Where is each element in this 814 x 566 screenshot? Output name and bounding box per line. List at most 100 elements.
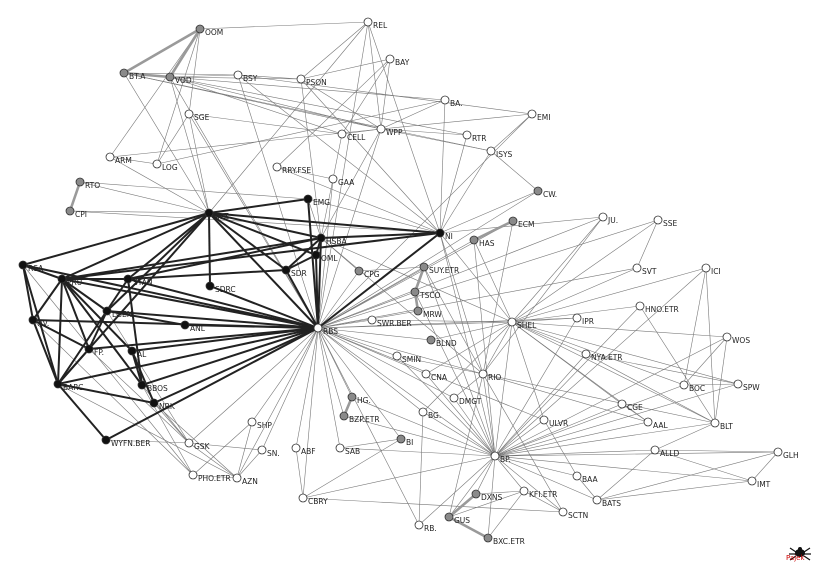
edge-ABF-CBRY	[295, 447, 304, 499]
node-label-AV.: AV.	[38, 319, 49, 328]
edge-SHEL-CGE	[511, 321, 623, 405]
edge-WPP-ISYS	[380, 128, 492, 152]
node-BI	[396, 434, 406, 444]
edge-BZP.ETR-BP.	[343, 415, 496, 457]
edge-BLND-RBS	[317, 327, 432, 341]
node-CW.	[533, 186, 543, 196]
edge-WPP-HSBA	[320, 128, 382, 239]
node-label-AAL: AAL	[653, 421, 668, 430]
node-JU.	[598, 212, 608, 222]
edge-RTO-CPI	[68, 181, 82, 212]
edge-CELL-GAA	[332, 133, 343, 180]
node-HSBA	[316, 233, 326, 243]
edge-SHEL-BLND	[430, 321, 513, 341]
edge-VOD-AVZ	[169, 76, 210, 214]
edge-SHEL-SPW	[511, 321, 739, 385]
node-OOM	[195, 24, 205, 34]
edge-ARM-AVZ	[109, 156, 210, 214]
edge-REL-WPP	[367, 21, 382, 130]
edge-BOC-SPW	[683, 383, 739, 386]
node-label-RIO: RIO	[488, 373, 501, 382]
edge-NI-RBS	[317, 232, 441, 329]
edge-BT.A-BSY	[123, 72, 239, 76]
edge-SGE-LOG	[156, 113, 190, 165]
node-ALLD	[650, 445, 660, 455]
node-SDRC	[205, 281, 215, 291]
edge-SN.-RBS	[261, 327, 319, 451]
node-BAA	[572, 471, 582, 481]
edge-HAS-ECM	[473, 219, 514, 242]
edge-GAA-HSBA	[320, 178, 334, 239]
edge-SHEL-BLT	[511, 321, 716, 424]
edge-BSY-EMI	[237, 74, 533, 115]
node-label-BLT: BLT	[720, 422, 733, 431]
node-WOS	[722, 332, 732, 342]
edge-RIO-BLT	[482, 373, 716, 424]
edge-PRU-FP.	[61, 278, 90, 350]
node-label-SDRC: SDRC	[215, 285, 236, 294]
node-GAA	[328, 174, 338, 184]
edge-SAB-BI	[339, 438, 402, 449]
edge-REL-PSON	[300, 21, 369, 80]
edge-HSBA-RIO	[320, 237, 484, 375]
node-IPR	[572, 313, 582, 323]
node-label-AL: AL	[137, 350, 147, 359]
edge-NI-BP.	[439, 232, 496, 457]
node-label-ABF: ABF	[301, 447, 316, 456]
edge-BLT-BP.	[494, 422, 716, 457]
edge-ULVR-RBS	[317, 327, 545, 421]
node-label-ALLD: ALLD	[660, 449, 679, 458]
node-REL	[363, 17, 373, 27]
node-RTO	[75, 177, 85, 187]
edge-HNO.ETR-BP.	[494, 305, 641, 457]
node-BZP.ETR	[339, 411, 349, 421]
node-label-SUY.ETR: SUY.ETR	[429, 266, 459, 275]
edge-EMI-RBS	[317, 113, 533, 329]
node-label-LGEN: LGEN	[112, 310, 132, 319]
edge-ICI-BOC	[683, 267, 707, 386]
edge-BA.-WPP	[380, 99, 446, 130]
edge-EMG-NI	[307, 198, 441, 234]
edge-GSK-RBS	[188, 327, 319, 444]
node-label-IPR: IPR	[582, 317, 594, 326]
edge-ALLD-GLH	[654, 449, 779, 453]
node-BLND	[426, 335, 436, 345]
edge-SDR-STAN	[127, 269, 287, 280]
node-label-BP.: BP.	[500, 455, 511, 464]
node-label-SSE: SSE	[663, 219, 678, 228]
edge-WPP-RBS	[317, 128, 382, 329]
edge-BP.-BXC.ETR	[487, 455, 496, 539]
node-label-IMT: IMT	[757, 480, 771, 489]
node-BATS	[592, 495, 602, 505]
edge-HG.-BP.	[351, 396, 496, 457]
edge-CNA-BP.	[425, 373, 496, 457]
edge-BAY-RRY.FSE	[276, 58, 391, 168]
edge-OOM-BT.A	[123, 27, 201, 75]
edge-JU.-NI	[439, 216, 604, 234]
node-label-SGE: SGE	[194, 113, 210, 122]
edge-CPG-RBS	[317, 270, 360, 329]
node-RBS	[313, 323, 323, 333]
edge-SHEL-NYA.ETR	[511, 321, 587, 355]
edge-OOM-VOD	[168, 28, 202, 78]
node-SUY.ETR	[419, 262, 429, 272]
node-CELL	[337, 129, 347, 139]
node-ANL	[180, 320, 190, 330]
edge-HSBA-PRU	[61, 237, 322, 280]
edge-RTR-NI	[439, 134, 468, 234]
node-NI	[435, 228, 445, 238]
edge-BARC-WYFN.BER	[57, 383, 107, 441]
node-RTR	[462, 130, 472, 140]
node-label-RBS: RBS	[323, 327, 338, 336]
node-label-DXNS: DXNS	[481, 493, 503, 502]
edge-BP.-SCTN	[494, 455, 564, 513]
edge-RIO-DMGT	[453, 373, 484, 399]
node-label-HG.: HG.	[357, 396, 371, 405]
edge-BG.-RBS	[317, 327, 424, 413]
node-label-PHO.ETR: PHO.ETR	[198, 474, 231, 483]
edge-ECM-RBS	[317, 220, 514, 329]
edge-WYFN.BER-GSK	[105, 439, 190, 444]
node-label-DMGT: DMGT	[459, 397, 482, 406]
node-HAS	[469, 235, 479, 245]
edge-SMIN-BP.	[396, 355, 496, 457]
